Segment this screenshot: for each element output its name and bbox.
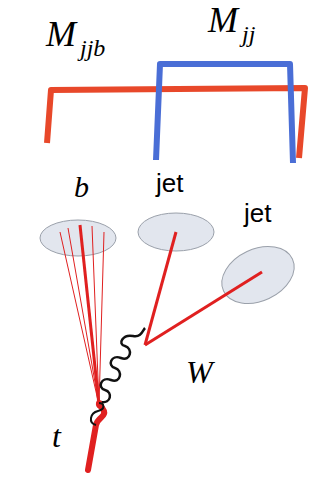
mass-subscript: jjb: [80, 36, 105, 60]
b-jet-cone: [40, 220, 116, 256]
jet-line: [145, 272, 262, 345]
mass-symbol: M: [46, 16, 76, 52]
w-boson-line: [101, 328, 145, 402]
b-quark-lines: [60, 225, 104, 405]
jet-label: jet: [244, 200, 271, 226]
particle-label: b: [74, 172, 89, 202]
top-twist: [91, 403, 103, 425]
mjjb-bracket: [47, 88, 305, 158]
mass-symbol: M: [208, 2, 238, 38]
top-quark-line: [88, 403, 104, 470]
particle-label: W: [186, 356, 213, 388]
mjj-bracket: [156, 64, 293, 163]
mass-subscript: jj: [242, 22, 255, 46]
particle-label: t: [52, 420, 61, 452]
jet-label: jet: [156, 170, 183, 196]
